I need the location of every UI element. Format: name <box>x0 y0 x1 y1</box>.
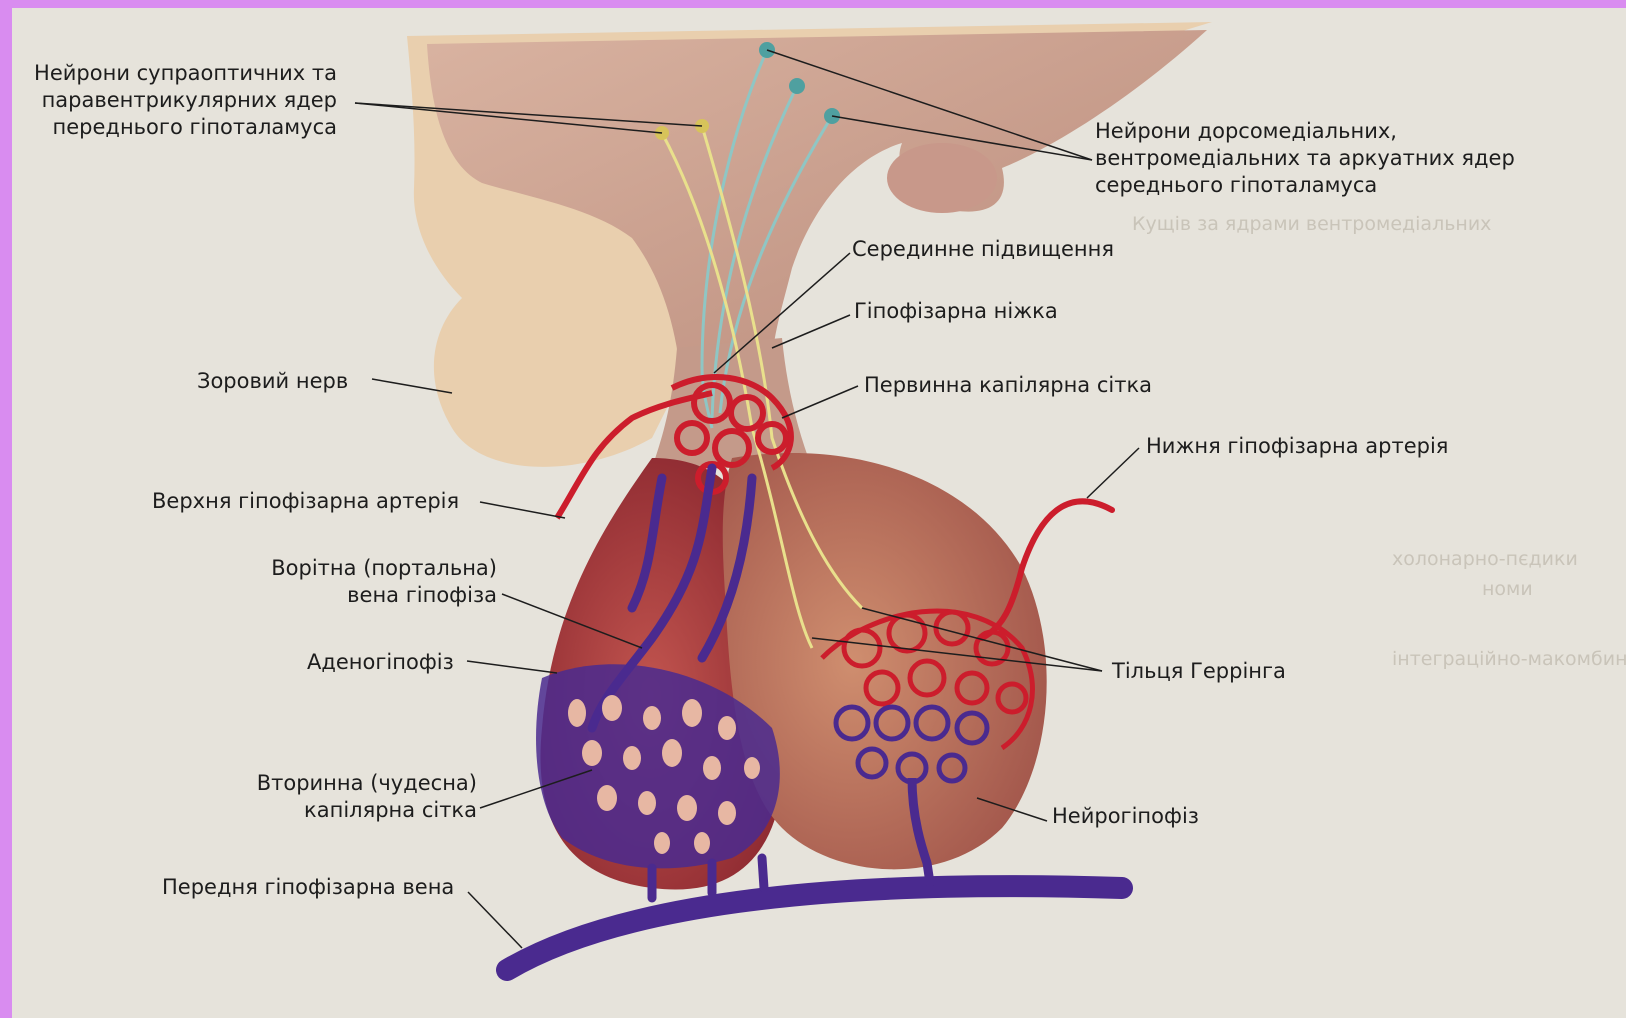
label-herring-bodies: Тільця Геррінга <box>1112 658 1286 685</box>
label-line: вена гіпофіза <box>232 582 497 609</box>
label-pituitary-stalk: Гіпофізарна ніжка <box>854 298 1058 325</box>
label-anterior-vein: Передня гіпофізарна вена <box>162 874 454 901</box>
label-portal-vein: Ворітна (портальна) вена гіпофіза <box>232 555 497 609</box>
label-median-eminence: Серединне підвищення <box>852 236 1114 263</box>
anterior-hypophyseal-vein <box>507 858 1122 970</box>
label-secondary-capillary: Вторинна (чудесна) капілярна сітка <box>212 770 477 824</box>
label-dorsomedial-neurons: Нейрони дорсомедіальних, вентромедіальни… <box>1095 118 1515 199</box>
textbook-page: Кущів за ядрами вентромедіальних холонар… <box>12 8 1626 1018</box>
label-adenohypophysis: Аденогіпофіз <box>307 649 454 676</box>
label-line: паравентрикулярних ядер <box>12 87 337 114</box>
label-line: вентромедіальних та аркуатних ядер <box>1095 145 1515 172</box>
label-line: Вторинна (чудесна) <box>212 770 477 797</box>
label-line: Ворітна (портальна) <box>232 555 497 582</box>
label-optic-nerve: Зоровий нерв <box>197 368 348 395</box>
label-supraoptic-neurons: Нейрони супраоптичних та паравентрикуляр… <box>12 60 337 141</box>
label-inferior-artery: Нижня гіпофізарна артерія <box>1146 433 1448 460</box>
label-line: переднього гіпоталамуса <box>12 114 337 141</box>
label-superior-artery: Верхня гіпофізарна артерія <box>152 488 459 515</box>
label-primary-capillary: Первинна капілярна сітка <box>864 372 1152 399</box>
label-line: Нейрони дорсомедіальних, <box>1095 118 1515 145</box>
label-line: середнього гіпоталамуса <box>1095 172 1515 199</box>
label-line: Нейрони супраоптичних та <box>12 60 337 87</box>
label-neurohypophysis: Нейрогіпофіз <box>1052 803 1199 830</box>
label-line: капілярна сітка <box>212 797 477 824</box>
